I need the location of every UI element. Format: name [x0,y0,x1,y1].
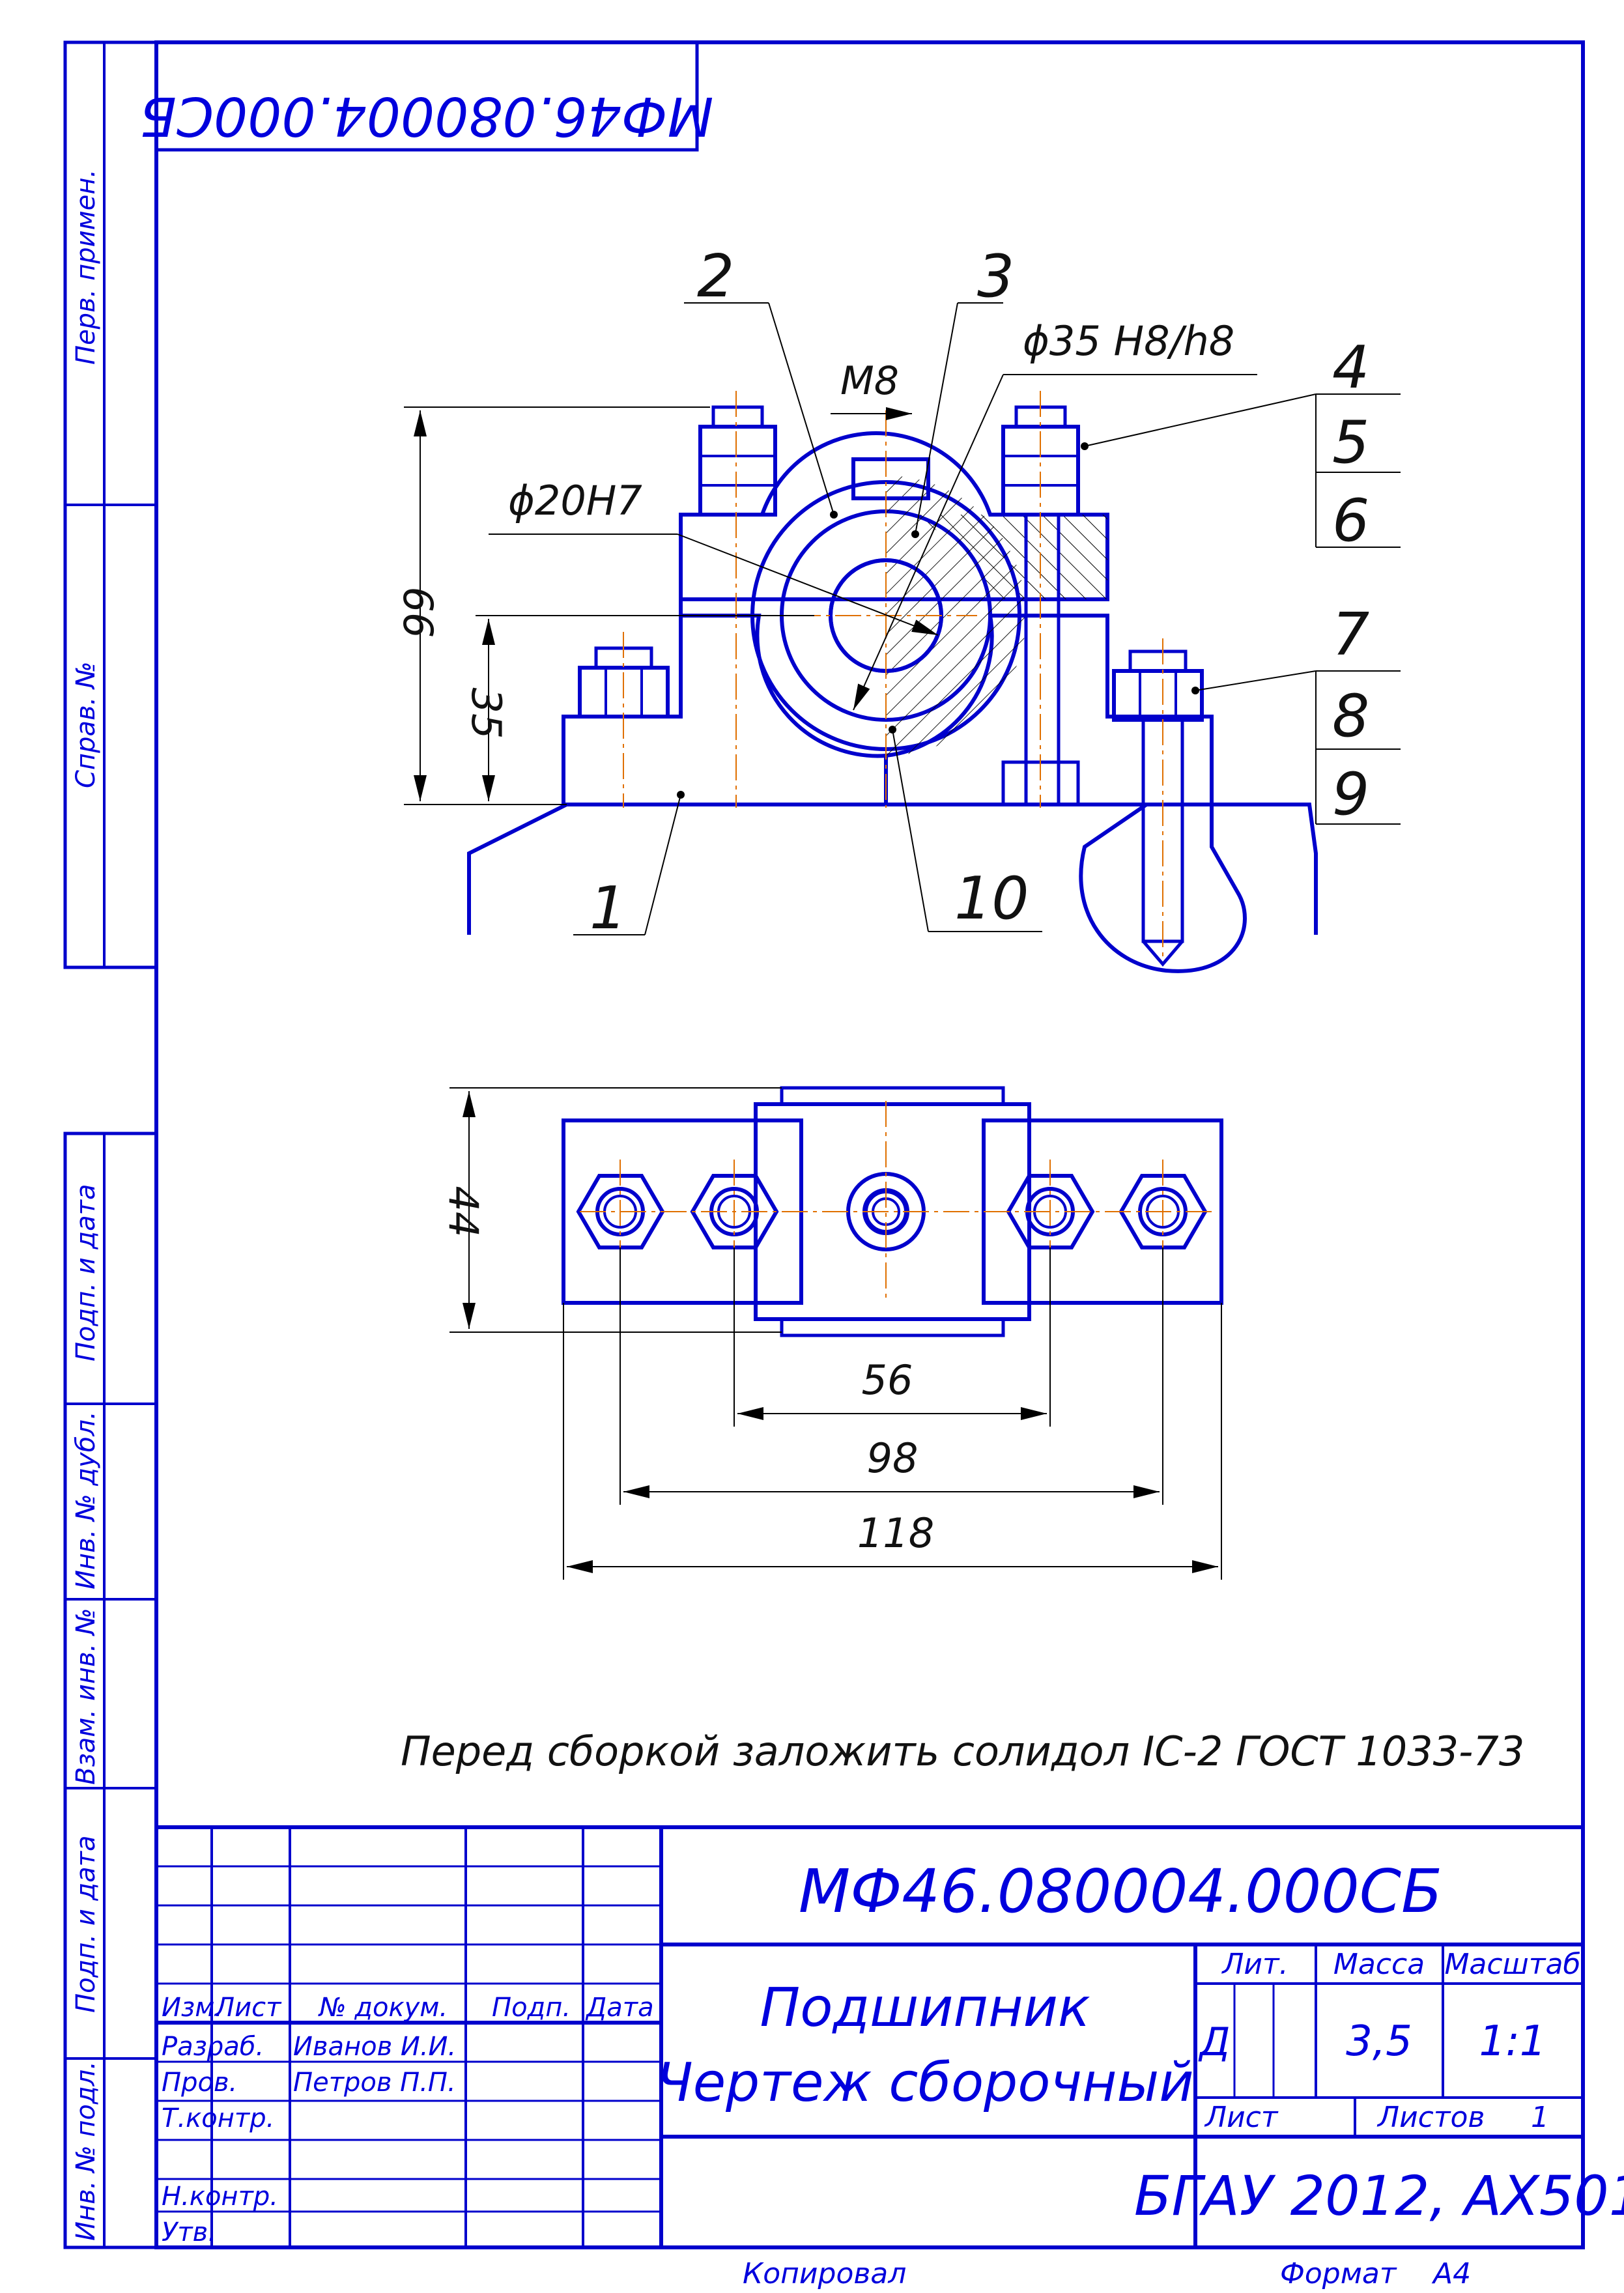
rotated-designation: МФ46.080004.000СБ [140,85,714,147]
sheet-label: Лист [1204,2101,1279,2134]
callout-1: 1 [590,874,627,943]
title-block: Изм. Лист № докум. Подп. Дата Разраб. Ив… [154,1825,1624,2249]
col-data: Дата [585,1993,654,2023]
assembly-note: Перед сборкой заложить солидол IС-2 ГОСТ… [401,1728,1524,1775]
dim-35: 35 [463,688,510,739]
label-inv-podl: Инв. № подл. [71,2061,101,2241]
lit-label: Лит. [1221,1948,1288,1981]
col-doc: № докум. [318,1993,448,2023]
lit-value: Д [1198,2019,1231,2065]
checker-name: Петров П.П. [293,2068,456,2098]
callouts: 2 3 4 5 6 7 8 9 1 10 [573,242,1401,943]
footer-format-value: А4 [1431,2257,1471,2290]
scale-label: Масштаб [1444,1948,1580,1981]
sheets-value: 1 [1531,2101,1549,2134]
title-name-2: Чертеж сборочный [656,2052,1193,2114]
dim-fit-outer: ϕ35 H8/h8 [1023,317,1234,365]
dim-66: 66 [394,587,442,638]
title-designation: МФ46.080004.000СБ [799,1857,1442,1926]
callout-3: 3 [977,242,1014,311]
label-sprav-no: Справ. № [71,661,101,788]
label-podp-data-1: Подп. и дата [71,1184,101,1361]
dim-56: 56 [862,1356,913,1404]
label-podp-data-2: Подп. и дата [71,1836,101,2013]
sheets-label: Листов [1376,2101,1485,2134]
mass-label: Масса [1333,1948,1425,1981]
top-dimensions: 44 56 98 118 [440,1087,1222,1580]
developer-name: Иванов И.И. [293,2032,456,2062]
col-list: Лист [214,1993,282,2023]
callout-7: 7 [1332,601,1369,669]
scale-value: 1:1 [1479,2017,1546,2066]
front-view [467,391,1318,973]
row-nkontr: Н.контр. [162,2182,278,2212]
label-perv-primen: Перв. примен. [71,169,101,365]
title-name-1: Подшипник [760,1977,1090,2039]
callout-9: 9 [1332,760,1369,829]
side-column-labels: Перв. примен. Справ. № Подп. и дата Инв.… [71,85,713,2241]
footer-copied: Копировал [743,2257,906,2290]
dim-98: 98 [867,1434,919,1482]
row-prov: Пров. [162,2068,237,2098]
callout-10: 10 [954,864,1029,933]
mass-value: 3,5 [1346,2017,1412,2066]
dim-44: 44 [440,1186,487,1238]
callout-8: 8 [1332,682,1369,750]
dim-m8: M8 [840,358,899,404]
top-view [562,1086,1223,1337]
row-utv: Утв. [162,2217,216,2247]
label-inv-dubl: Инв. № дубл. [71,1411,101,1589]
callout-6: 6 [1332,487,1369,555]
col-izm: Изм. [162,1993,223,2023]
col-podp: Подп. [492,1993,571,2023]
row-tkontr: Т.контр. [162,2103,274,2133]
dim-fit-inner: ϕ20H7 [508,477,642,524]
callout-2: 2 [697,242,734,311]
label-vzam-inv: Взам. инв. № [71,1608,101,1785]
callout-5: 5 [1332,408,1369,477]
footer: Копировал Формат А4 [743,2257,1471,2290]
organization: БГАУ 2012, АХ501 [1134,2164,1624,2228]
row-razrab: Разраб. [162,2032,264,2062]
dim-118: 118 [857,1509,934,1557]
front-dimensions: 66 35 M8 ϕ35 H8/h8 ϕ20H7 [394,317,1257,805]
callout-4: 4 [1332,334,1369,402]
footer-format-label: Формат [1280,2257,1397,2290]
